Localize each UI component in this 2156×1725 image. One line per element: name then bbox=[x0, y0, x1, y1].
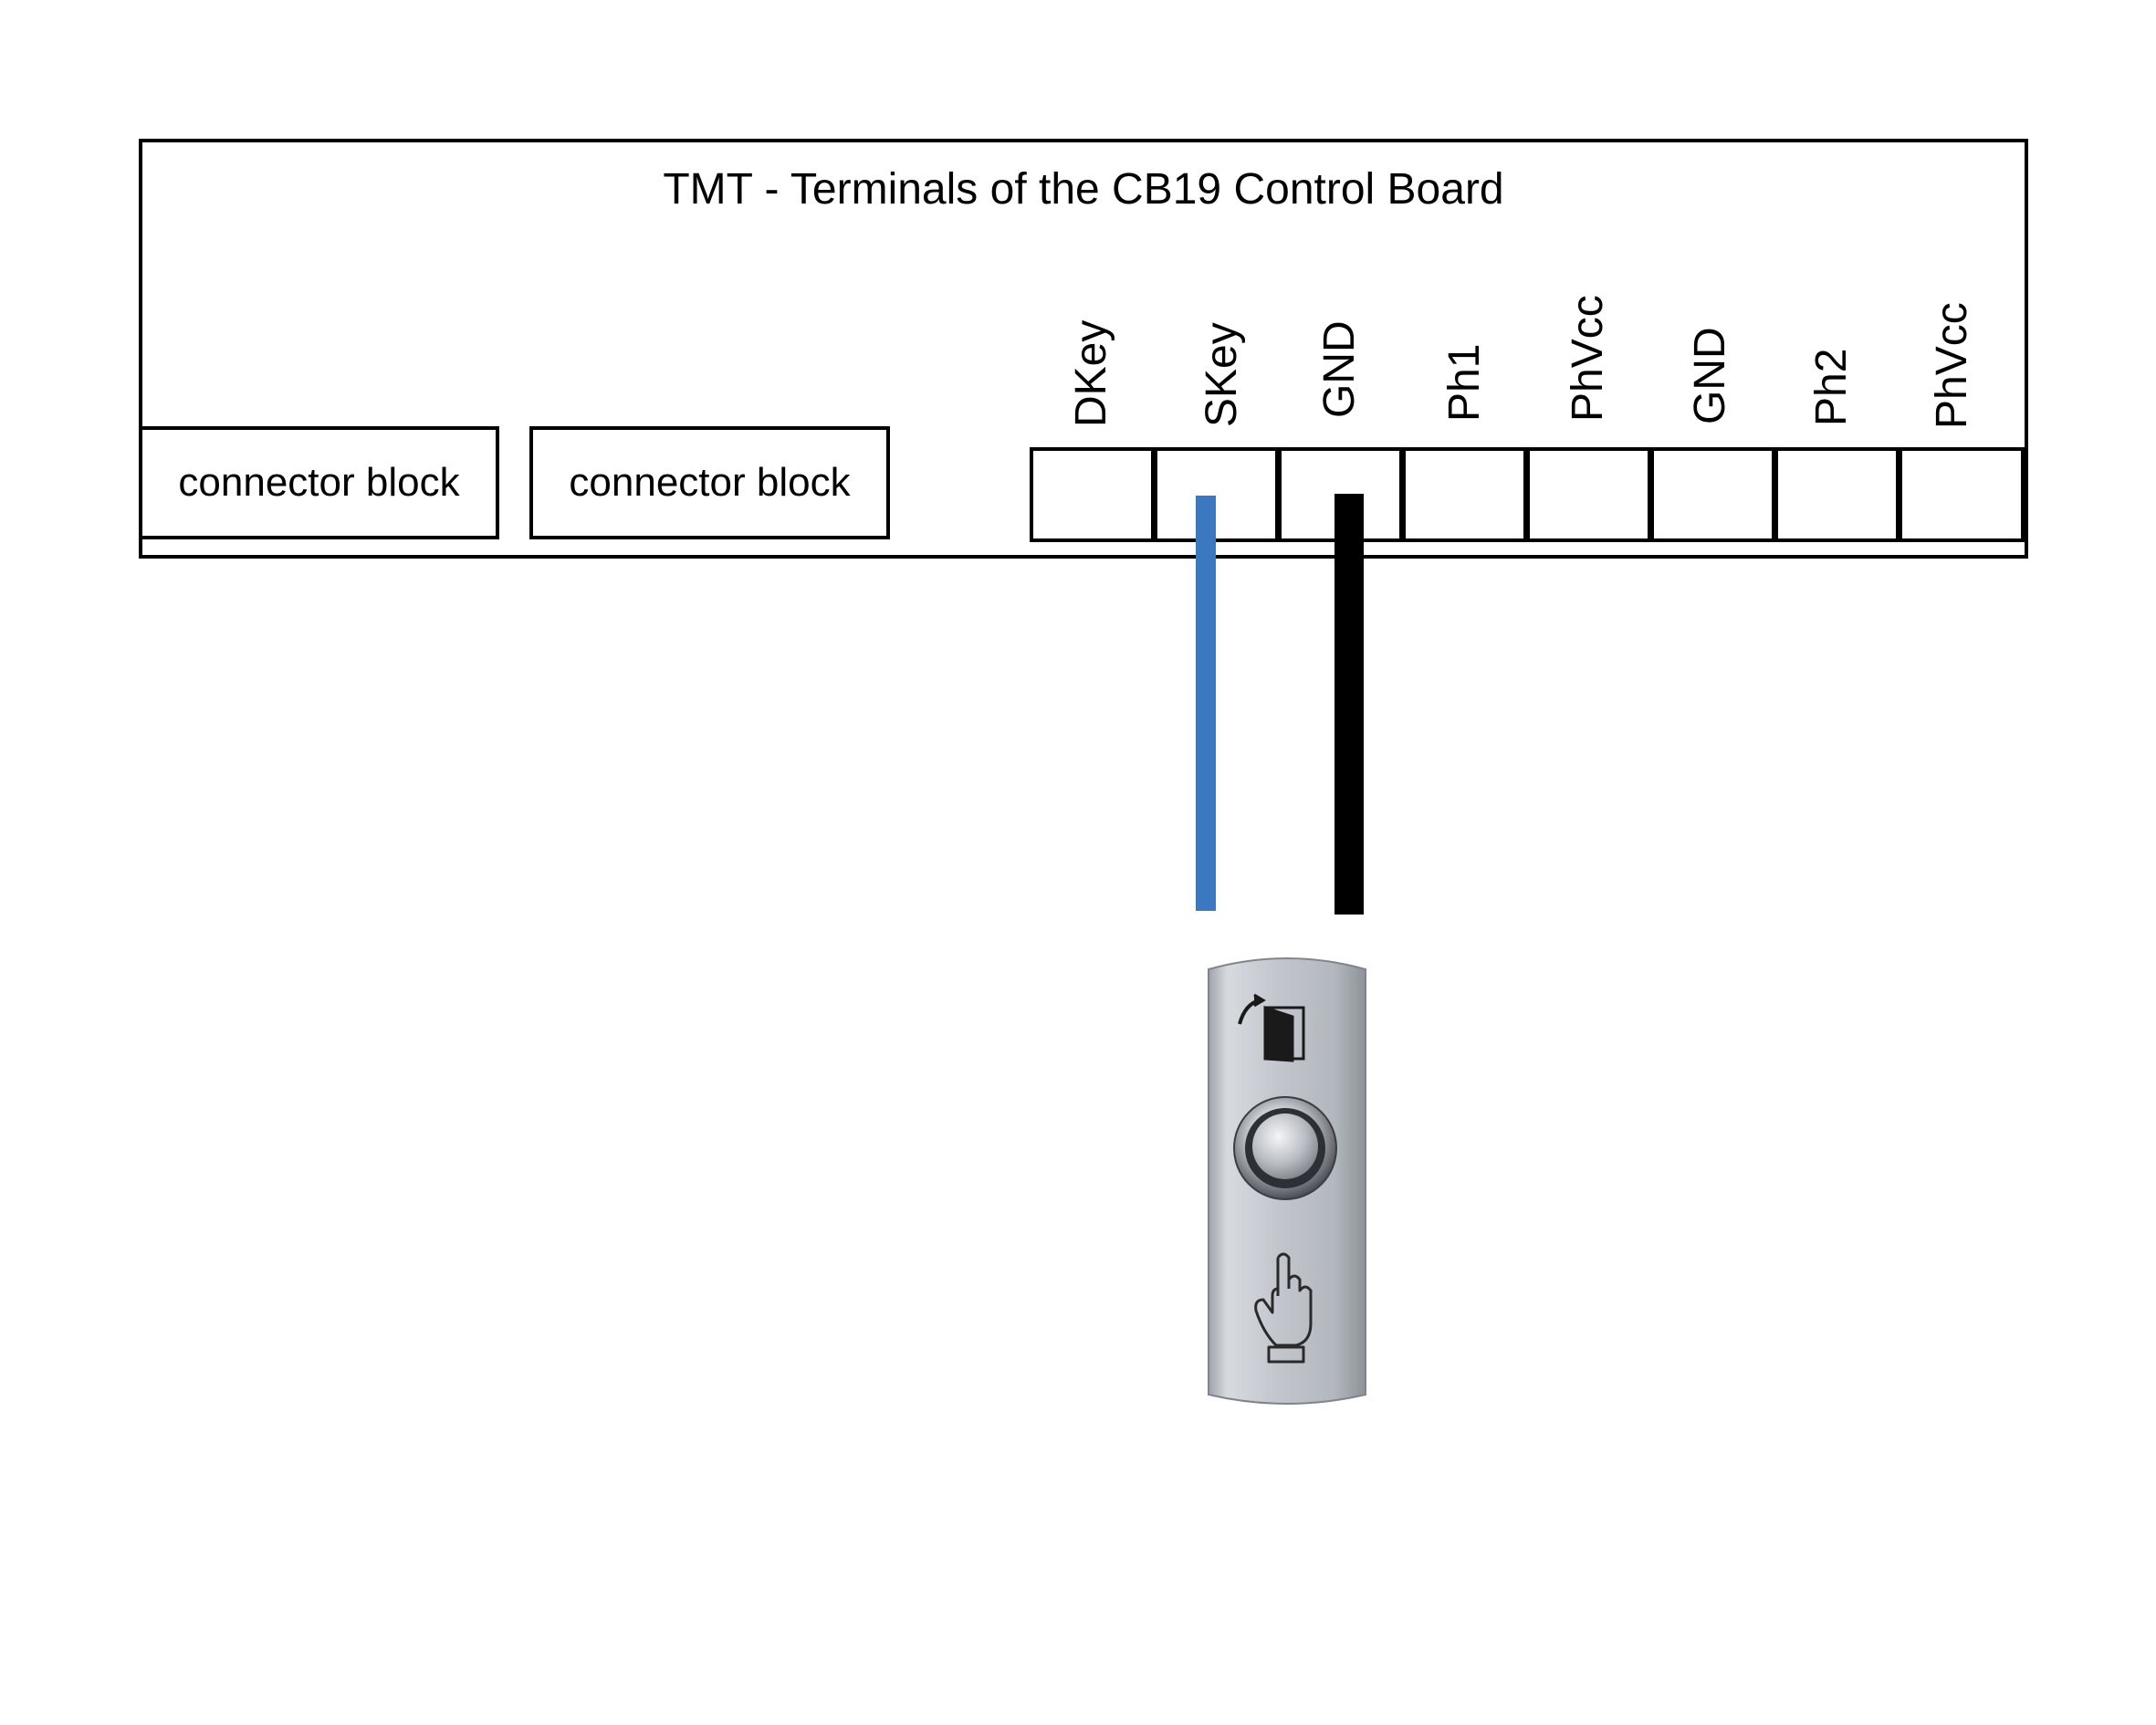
terminal-dkey bbox=[1030, 447, 1155, 542]
control-board: TMT - Terminals of the CB19 Control Boar… bbox=[139, 139, 2028, 559]
terminal-label-dkey: DKey bbox=[1067, 319, 1115, 427]
pointing-hand-icon bbox=[1254, 1252, 1313, 1364]
terminal-ph2 bbox=[1774, 447, 1900, 542]
door-exit-icon bbox=[1238, 993, 1305, 1062]
terminal-label-phvcc-1: PhVcc bbox=[1564, 295, 1612, 422]
terminal-phvcc-1 bbox=[1526, 447, 1651, 542]
wire-gnd bbox=[1334, 494, 1364, 915]
terminal-skey bbox=[1154, 447, 1279, 542]
terminal-label-gnd-2: GND bbox=[1686, 327, 1734, 424]
terminal-label-ph1: Ph1 bbox=[1440, 343, 1489, 422]
terminal-label-phvcc-2: PhVcc bbox=[1928, 302, 1976, 429]
terminal-label-skey: SKey bbox=[1198, 322, 1246, 427]
exit-button-device bbox=[1208, 957, 1366, 1405]
connector-block-label: connector block bbox=[569, 460, 851, 505]
terminal-ph1 bbox=[1402, 447, 1527, 542]
terminal-label-gnd-1: GND bbox=[1315, 320, 1364, 418]
terminal-label-ph2: Ph2 bbox=[1807, 348, 1856, 426]
wire-skey bbox=[1196, 496, 1216, 911]
connector-block-label: connector block bbox=[178, 460, 460, 505]
connector-block-2: connector block bbox=[529, 426, 890, 539]
connector-block-1: connector block bbox=[139, 426, 499, 539]
board-title: TMT - Terminals of the CB19 Control Boar… bbox=[663, 165, 1504, 214]
push-button-icon bbox=[1233, 1096, 1337, 1200]
terminal-phvcc-2 bbox=[1899, 447, 2025, 542]
terminal-gnd-2 bbox=[1650, 447, 1775, 542]
